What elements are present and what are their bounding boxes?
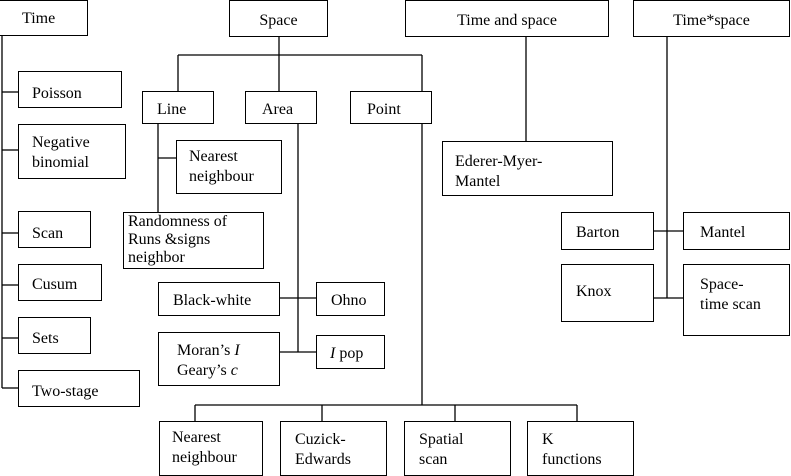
- node-time-and-space: Time and space: [405, 0, 609, 37]
- node-poisson: Poisson: [18, 71, 122, 108]
- node-i-pop-label: pop: [335, 345, 364, 362]
- node-knox-label: Knox: [576, 283, 612, 300]
- node-time-star-space-label: Time*space: [673, 12, 750, 29]
- node-spatial-scan-line2: scan: [419, 451, 448, 468]
- node-line-label: Line: [157, 101, 187, 118]
- node-i-pop-symbol: I: [330, 345, 336, 362]
- node-two-stage: Two-stage: [18, 370, 140, 407]
- node-time-label: Time: [22, 10, 56, 27]
- node-randomness: Randomness of Runs &signs neighbor: [123, 212, 264, 269]
- node-ederer-myer-mantel: Ederer-Myer- Mantel: [442, 141, 613, 196]
- node-nearest-neighbour-point: Nearest neighbour: [159, 421, 263, 476]
- node-time-star-space: Time*space: [633, 0, 790, 37]
- node-scan-label: Scan: [32, 225, 64, 242]
- node-nearest-neighbour-line: Nearest neighbour: [176, 140, 282, 194]
- node-black-white: Black-white: [158, 282, 280, 316]
- node-randomness-line1: Randomness of: [128, 213, 228, 230]
- node-area-label: Area: [262, 101, 294, 118]
- node-point-label: Point: [367, 101, 401, 118]
- node-moran-geary: Moran’s I Geary’s c: [158, 332, 280, 386]
- node-sets-label: Sets: [32, 330, 59, 347]
- node-k-functions-line2: functions: [542, 451, 602, 468]
- node-knox: Knox: [561, 264, 654, 322]
- node-scan: Scan: [18, 211, 91, 248]
- node-cusum-label: Cusum: [32, 276, 78, 293]
- node-two-stage-label: Two-stage: [32, 383, 99, 400]
- node-ederer-line1: Ederer-Myer-: [455, 153, 543, 170]
- node-sets: Sets: [18, 317, 91, 354]
- node-cuzick-edwards-line2: Edwards: [295, 451, 351, 468]
- node-k-functions: K functions: [527, 421, 634, 476]
- node-space-time-scan: Space- time scan: [683, 264, 790, 336]
- node-space-time-scan-line2: time scan: [700, 296, 761, 313]
- node-space: Space: [229, 0, 328, 37]
- node-line: Line: [142, 91, 214, 124]
- node-mantel-label: Mantel: [700, 224, 746, 241]
- node-cuzick-edwards-line1: Cuzick-: [295, 431, 346, 448]
- node-i-pop: I pop: [316, 335, 385, 369]
- node-ederer-line2: Mantel: [455, 173, 501, 190]
- node-space-label: Space: [259, 12, 298, 29]
- node-geary-label: Geary’s: [177, 362, 231, 379]
- node-randomness-line2: Runs &signs: [128, 231, 211, 248]
- node-cuzick-edwards: Cuzick- Edwards: [280, 421, 387, 476]
- node-black-white-label: Black-white: [173, 292, 252, 309]
- node-time: Time: [0, 0, 88, 36]
- node-cusum: Cusum: [18, 264, 102, 301]
- node-negative-binomial: Negative binomial: [18, 124, 126, 179]
- node-barton-label: Barton: [576, 224, 620, 241]
- node-poisson-label: Poisson: [32, 85, 82, 102]
- node-space-time-scan-line1: Space-: [700, 276, 744, 293]
- node-ohno-label: Ohno: [331, 292, 367, 309]
- node-spatial-scan: Spatial scan: [404, 421, 511, 476]
- node-ohno: Ohno: [316, 282, 385, 316]
- node-moran-label: Moran’s: [177, 342, 235, 359]
- node-spatial-scan-line1: Spatial: [419, 431, 464, 448]
- node-nearest-neighbour-line-line2: neighbour: [189, 168, 254, 185]
- node-point: Point: [350, 91, 432, 124]
- node-area: Area: [245, 91, 317, 124]
- node-nearest-neighbour-point-line2: neighbour: [172, 449, 237, 466]
- node-negative-binomial-line2: binomial: [32, 154, 89, 171]
- node-mantel: Mantel: [683, 212, 790, 250]
- node-nearest-neighbour-line-line1: Nearest: [189, 148, 238, 165]
- node-time-and-space-label: Time and space: [457, 12, 557, 29]
- node-geary-symbol: c: [230, 362, 238, 379]
- node-negative-binomial-line1: Negative: [32, 134, 90, 151]
- node-barton: Barton: [561, 212, 654, 250]
- node-k-functions-line1: K: [542, 431, 554, 448]
- node-moran-symbol: I: [234, 342, 240, 359]
- node-randomness-line3: neighbor: [128, 249, 185, 266]
- node-nearest-neighbour-point-line1: Nearest: [172, 429, 221, 446]
